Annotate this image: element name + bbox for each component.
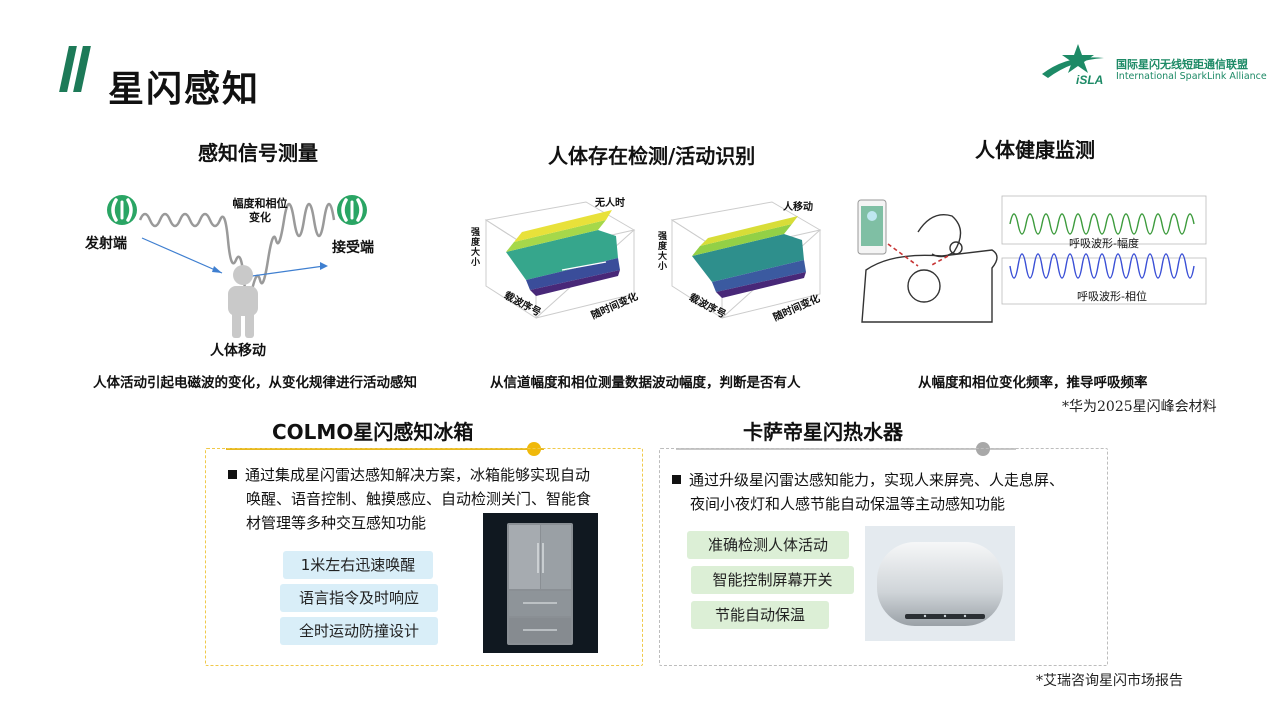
amplitude-wave-chart bbox=[1001, 195, 1207, 245]
health-illustration bbox=[857, 195, 1207, 323]
reflect-arrow bbox=[251, 265, 325, 277]
heater-feature-3: 节能自动保温 bbox=[691, 601, 829, 629]
heater-desc-line2: 夜间小夜灯和人感节能自动保温等主动感知功能 bbox=[690, 495, 1006, 513]
person-icon bbox=[228, 265, 258, 338]
phone-icon bbox=[857, 199, 887, 255]
fridge-feature-3: 全时运动防撞设计 bbox=[280, 617, 438, 645]
sensing-diagram bbox=[107, 195, 367, 338]
presence-caption: 从信道幅度和相位测量数据波动幅度，判断是否有人 bbox=[490, 375, 801, 391]
phase-wave-label: 呼吸波形-相位 bbox=[1077, 290, 1147, 303]
isla-star-icon: iSLA bbox=[1042, 44, 1104, 87]
plot1-z-label: 强度大小 bbox=[470, 228, 480, 268]
fridge-photo bbox=[483, 513, 598, 653]
fridge-desc-line3: 材管理等多种交互感知功能 bbox=[246, 514, 427, 532]
phase-wave-chart bbox=[1001, 253, 1207, 305]
logo-name-en: International SparkLink Alliance bbox=[1116, 71, 1267, 82]
plot1-title: 无人时 bbox=[595, 198, 625, 209]
bullet-marker bbox=[672, 475, 681, 484]
heater-feature-2: 智能控制屏幕开关 bbox=[691, 566, 854, 594]
fridge-desc-line1: 通过集成星闪雷达感知解决方案，冰箱能够实现自动 bbox=[245, 466, 591, 484]
heater-desc-line1: 通过升级星闪雷达感知能力，实现人来屏亮、人走息屏、 bbox=[689, 471, 1065, 489]
heater-title: 卡萨帝星闪热水器 bbox=[743, 420, 903, 444]
fridge-title: COLMO星闪感知冰箱 bbox=[272, 420, 474, 444]
fridge-card bbox=[205, 448, 643, 666]
presence-3d-plots bbox=[484, 201, 822, 319]
heater-feature-1: 准确检测人体活动 bbox=[687, 531, 849, 559]
fridge-dot bbox=[527, 442, 541, 456]
plot2-z-label: 强度大小 bbox=[657, 232, 667, 272]
signal-wave bbox=[138, 202, 336, 301]
heater-description: 通过升级星闪雷达感知能力，实现人来屏亮、人走息屏、 夜间小夜灯和人感节能自动保温… bbox=[672, 468, 1097, 516]
transmitter-icon bbox=[107, 195, 137, 225]
source-note-huawei: *华为2025星闪峰会材料 bbox=[1062, 399, 1217, 415]
water-heater-photo bbox=[865, 526, 1015, 641]
presence-title: 人体存在检测/活动识别 bbox=[548, 144, 756, 168]
receiver-label: 接受端 bbox=[332, 240, 374, 256]
bullet-marker bbox=[228, 470, 237, 479]
logo-mark-text: iSLA bbox=[1076, 73, 1103, 87]
page-title: 星闪感知 bbox=[108, 69, 261, 110]
transmitter-label: 发射端 bbox=[85, 236, 127, 252]
fridge-desc-line2: 唤醒、语音控制、触摸感应、自动检测关门、智能食 bbox=[246, 490, 592, 508]
health-caption: 从幅度和相位变化频率，推导呼吸频率 bbox=[918, 375, 1148, 391]
health-title: 人体健康监测 bbox=[975, 138, 1095, 162]
source-note-iresearch: *艾瑞咨询星闪市场报告 bbox=[1036, 673, 1183, 689]
logo-name-cn: 国际星闪无线短距通信联盟 bbox=[1116, 58, 1248, 71]
incident-arrow bbox=[141, 237, 223, 274]
person-label: 人体移动 bbox=[210, 343, 266, 359]
heater-card bbox=[659, 448, 1108, 666]
sensing-caption: 人体活动引起电磁波的变化，从变化规律进行活动感知 bbox=[93, 375, 417, 391]
sensing-title: 感知信号测量 bbox=[198, 141, 318, 165]
fridge-description: 通过集成星闪雷达感知解决方案，冰箱能够实现自动 唤醒、语音控制、触摸感应、自动检… bbox=[228, 463, 628, 535]
isla-logo: iSLA 国际星闪无线短距通信联盟 International SparkLin… bbox=[1038, 40, 1267, 90]
amplitude-wave-label: 呼吸波形-幅度 bbox=[1069, 237, 1139, 250]
heater-dot bbox=[976, 442, 990, 456]
sleeping-person-drawing bbox=[861, 214, 998, 323]
fridge-feature-2: 语言指令及时响应 bbox=[280, 584, 438, 612]
fridge-feature-1: 1米左右迅速唤醒 bbox=[283, 551, 433, 579]
plot-moving bbox=[670, 201, 822, 319]
plot-empty bbox=[484, 201, 636, 319]
plot2-title: 人移动 bbox=[783, 202, 813, 213]
title-accent-bars bbox=[59, 46, 92, 92]
receiver-icon bbox=[337, 195, 367, 225]
change-label: 幅度和相位变化 bbox=[232, 197, 288, 224]
